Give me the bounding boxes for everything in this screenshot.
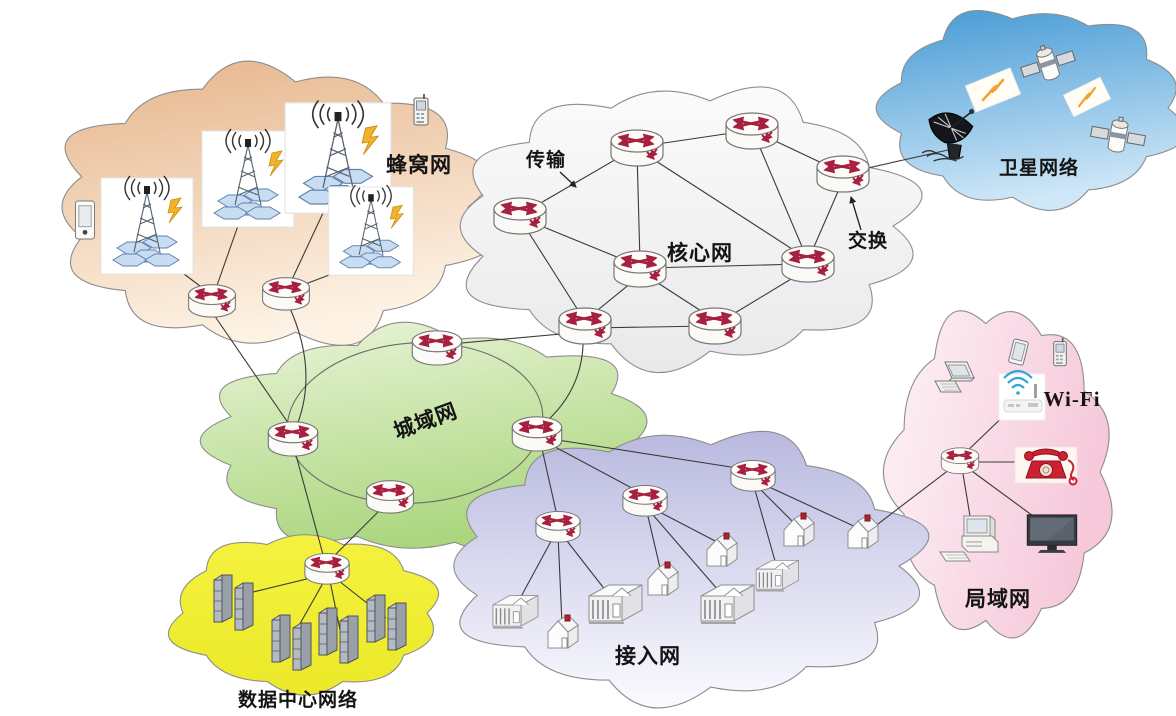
- router-icon: [731, 461, 775, 492]
- router-icon: [305, 554, 349, 585]
- link-line: [211, 311, 294, 431]
- router-icon: [614, 251, 666, 287]
- router-icon: [367, 481, 414, 513]
- satellite-network-label: 卫星网络: [999, 156, 1079, 179]
- core-network-cloud: [459, 86, 923, 374]
- link-line: [292, 443, 326, 563]
- link-line: [539, 439, 559, 521]
- mobile-phone-icon: [1053, 337, 1067, 367]
- telephone-icon: [1014, 446, 1078, 486]
- cell-tower-icon: [100, 175, 194, 275]
- handheld-phone-icon: [75, 200, 95, 240]
- router-icon: [494, 198, 546, 234]
- transmission-label: 传输: [525, 148, 566, 171]
- router-icon: [611, 130, 663, 166]
- cellular-network-label: 蜂窝网: [386, 153, 452, 177]
- router-icon: [512, 417, 561, 451]
- link-line: [645, 507, 662, 573]
- router-icon: [817, 156, 869, 192]
- link-line: [752, 482, 778, 569]
- link-line: [557, 533, 563, 625]
- router-icon: [536, 512, 580, 543]
- link-line: [544, 437, 751, 471]
- access-network-label: 接入网: [615, 644, 681, 668]
- link-line: [641, 151, 807, 259]
- link-line: [869, 465, 955, 531]
- link-line: [541, 439, 644, 495]
- wifi-label: Wi-Fi: [1043, 387, 1100, 411]
- router-icon: [782, 246, 834, 282]
- switching-label: 交换: [848, 229, 888, 252]
- link-line: [521, 221, 584, 319]
- router-icon: [189, 285, 236, 317]
- wifi-router-icon: [997, 369, 1047, 422]
- router-icon: [263, 278, 310, 310]
- core-network-label: 核心网: [667, 241, 733, 265]
- link-line: [287, 303, 307, 431]
- router-icon: [689, 308, 741, 344]
- link-line: [755, 480, 859, 529]
- switching-arrow: [849, 195, 862, 231]
- cell-tower-icon: [328, 184, 414, 276]
- link-line: [328, 575, 341, 631]
- transmission-arrow: [559, 171, 577, 188]
- link-line: [213, 219, 241, 295]
- router-icon: [623, 486, 667, 517]
- router-icon: [941, 448, 978, 474]
- link-line: [809, 179, 844, 257]
- lan-network-cloud: [883, 310, 1113, 639]
- link-line: [754, 135, 807, 257]
- link-line: [646, 507, 726, 599]
- router-icon: [559, 308, 611, 344]
- datacenter-network-cloud: [167, 534, 440, 696]
- router-icon: [726, 113, 778, 149]
- cell-tower-icon: [201, 128, 295, 228]
- link-line: [636, 151, 641, 263]
- router-icon: [268, 422, 317, 456]
- datacenter-network-label: 数据中心网络: [238, 688, 358, 711]
- router-icon: [412, 331, 461, 365]
- link-line: [964, 465, 1045, 525]
- lan-network-label: 局域网: [965, 587, 1031, 611]
- link-line: [516, 531, 557, 605]
- link-line: [645, 263, 803, 269]
- satellite-network-cloud: [875, 10, 1176, 211]
- mobile-phone-icon: [413, 93, 429, 126]
